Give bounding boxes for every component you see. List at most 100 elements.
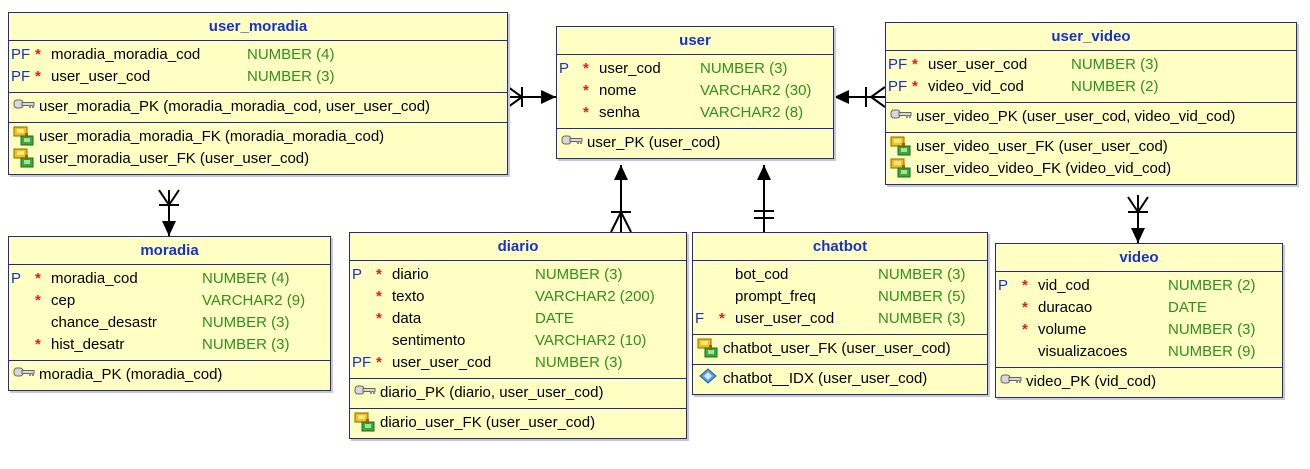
key-flag: PF [11,46,31,63]
column-row[interactable]: * nome VARCHAR2 (30) [557,80,833,102]
required-marker: * [35,270,41,287]
column-row[interactable]: F * user_user_cod NUMBER (3) [693,308,987,330]
column-name: video_vid_cod [928,78,1024,95]
foreign-key-row[interactable]: user_video_user_FK (user_user_cod) [886,136,1296,158]
primary-key-row[interactable]: user_PK (user_cod) [557,132,833,154]
column-name: diario [392,266,429,283]
required-marker: * [35,46,41,63]
crowfoot-marker [158,189,180,207]
primary-keys-section: user_moradia_PK (moradia_moradia_cod, us… [9,93,507,123]
column-row[interactable]: PF * user_user_cod NUMBER (3) [350,352,686,374]
column-row[interactable]: * duracao DATE [996,297,1282,319]
column-row[interactable]: bot_cod NUMBER (3) [693,264,987,286]
column-row[interactable]: PF * moradia_moradia_cod NUMBER (4) [9,44,507,66]
column-name: prompt_freq [735,288,816,305]
key-icon [890,106,912,124]
index-row[interactable]: chatbot__IDX (user_user_cod) [693,368,987,390]
column-row[interactable]: prompt_freq NUMBER (5) [693,286,987,308]
column-row[interactable]: * cep VARCHAR2 (9) [9,290,330,312]
column-row[interactable]: PF * video_vid_cod NUMBER (2) [886,76,1296,98]
table-user[interactable]: user P * user_cod NUMBER (3) * nome VARC… [556,26,834,159]
column-row[interactable]: sentimento VARCHAR2 (10) [350,330,686,352]
column-row[interactable]: * data DATE [350,308,686,330]
primary-key-label: moradia_PK (moradia_cod) [39,366,223,383]
table-title: user_moradia [9,13,507,41]
foreign-key-icon [354,412,376,432]
column-type: VARCHAR2 (9) [202,292,306,309]
primary-key-row[interactable]: video_PK (vid_cod) [996,371,1282,393]
key-icon [13,96,35,114]
table-chatbot[interactable]: chatbot bot_cod NUMBER (3) prompt_freq N… [692,232,988,395]
column-row[interactable]: P * vid_cod NUMBER (2) [996,275,1282,297]
required-marker: * [376,288,382,305]
foreign-key-row[interactable]: diario_user_FK (user_user_cod) [350,412,686,434]
primary-key-row[interactable]: moradia_PK (moradia_cod) [9,364,330,386]
column-row[interactable]: P * moradia_cod NUMBER (4) [9,268,330,290]
column-type: NUMBER (3) [247,68,335,85]
column-row[interactable]: P * diario NUMBER (3) [350,264,686,286]
foreign-key-label: user_video_video_FK (video_vid_cod) [916,160,1172,177]
table-video[interactable]: video P * vid_cod NUMBER (2) * duracao D… [995,243,1283,398]
primary-keys-section: user_PK (user_cod) [557,129,833,158]
key-flag: PF [888,56,908,73]
column-type: NUMBER (3) [700,60,788,77]
table-diario[interactable]: diario P * diario NUMBER (3) * texto VAR… [349,232,687,439]
required-marker: * [583,104,589,121]
crowfoot-marker [869,86,886,108]
columns-section: P * vid_cod NUMBER (2) * duracao DATE * … [996,272,1282,368]
column-name: nome [599,82,637,99]
required-marker: * [583,82,589,99]
required-marker: * [35,292,41,309]
key-flag: PF [352,354,372,371]
column-row[interactable]: P * user_cod NUMBER (3) [557,58,833,80]
foreign-key-icon [890,158,912,178]
foreign-key-row[interactable]: chatbot_user_FK (user_user_cod) [693,338,987,360]
column-type: VARCHAR2 (30) [700,82,812,99]
column-row[interactable]: * senha VARCHAR2 (8) [557,102,833,124]
table-user-moradia[interactable]: user_moradia PF * moradia_moradia_cod NU… [8,12,508,175]
column-type: VARCHAR2 (200) [535,288,655,305]
column-type: NUMBER (3) [535,266,623,283]
foreign-key-label: diario_user_FK (user_user_cod) [380,414,596,431]
column-row[interactable]: visualizacoes NUMBER (9) [996,341,1282,363]
column-type: NUMBER (3) [878,266,966,283]
columns-section: P * user_cod NUMBER (3) * nome VARCHAR2 … [557,55,833,129]
table-title: chatbot [693,233,987,261]
foreign-key-label: user_video_user_FK (user_user_cod) [916,138,1168,155]
foreign-key-row[interactable]: user_moradia_user_FK (user_user_cod) [9,148,507,170]
column-name: vid_cod [1038,277,1090,294]
required-marker: * [719,310,725,327]
required-marker: * [583,60,589,77]
columns-section: PF * user_user_cod NUMBER (3) PF * video… [886,51,1296,103]
primary-key-row[interactable]: user_moradia_PK (moradia_moradia_cod, us… [9,96,507,118]
key-icon [1000,371,1022,389]
table-moradia[interactable]: moradia P * moradia_cod NUMBER (4) * cep… [8,236,331,391]
primary-key-row[interactable]: user_video_PK (user_user_cod, video_vid_… [886,106,1296,128]
column-row[interactable]: PF * user_user_cod NUMBER (3) [9,66,507,88]
primary-keys-section: video_PK (vid_cod) [996,368,1282,397]
column-name: moradia_moradia_cod [51,46,201,63]
column-name: visualizacoes [1038,343,1128,360]
table-user-video[interactable]: user_video PF * user_user_cod NUMBER (3)… [885,22,1297,185]
foreign-key-row[interactable]: user_moradia_moradia_FK (moradia_moradia… [9,126,507,148]
columns-section: P * moradia_cod NUMBER (4) * cep VARCHAR… [9,265,330,361]
column-row[interactable]: * hist_desatr NUMBER (3) [9,334,330,356]
column-row[interactable]: chance_desastr NUMBER (3) [9,312,330,334]
column-row[interactable]: * volume NUMBER (3) [996,319,1282,341]
foreign-keys-section: user_video_user_FK (user_user_cod) user_v… [886,133,1296,184]
foreign-key-icon [697,338,719,358]
crowfoot-marker [1127,196,1149,214]
column-type: NUMBER (4) [202,270,290,287]
primary-keys-section: user_video_PK (user_user_cod, video_vid_… [886,103,1296,133]
column-row[interactable]: PF * user_user_cod NUMBER (3) [886,54,1296,76]
column-type: NUMBER (5) [878,288,966,305]
column-type: DATE [1168,299,1207,316]
required-marker: * [376,310,382,327]
required-marker: * [912,78,918,95]
foreign-key-row[interactable]: user_video_video_FK (video_vid_cod) [886,158,1296,180]
primary-key-row[interactable]: diario_PK (diario, user_user_cod) [350,382,686,404]
column-row[interactable]: * texto VARCHAR2 (200) [350,286,686,308]
table-title: video [996,244,1282,272]
column-type: NUMBER (2) [1168,277,1256,294]
